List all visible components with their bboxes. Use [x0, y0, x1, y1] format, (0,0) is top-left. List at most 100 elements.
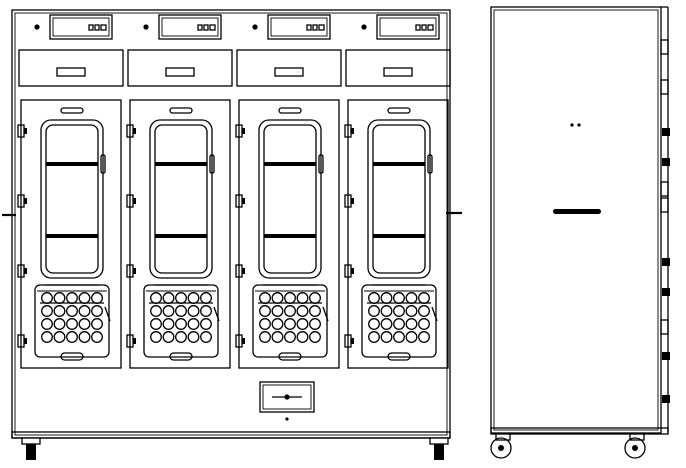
drawer-handle [274, 67, 304, 77]
service-panel-inner [262, 384, 312, 410]
side-fitting-knob [662, 352, 670, 360]
glove-port [187, 331, 200, 343]
control-switch [88, 24, 94, 31]
glove-port [259, 331, 271, 343]
front-caster [429, 437, 449, 460]
door-top-latch [387, 107, 411, 114]
window-latch [427, 154, 433, 174]
window-shelf-band [46, 234, 98, 238]
glove-port [150, 292, 162, 304]
glove-port [78, 318, 91, 330]
door-top-latch [278, 107, 302, 114]
door-hinge-leaf [351, 198, 354, 204]
glove-port [259, 318, 271, 330]
glove-port [309, 305, 321, 317]
door-hinge-leaf [133, 128, 136, 134]
side-cabinet-inner [493, 9, 659, 431]
caster-wheel [624, 437, 646, 459]
caster-hub [498, 445, 504, 451]
door-window-glass [154, 124, 208, 274]
control-module [158, 14, 222, 40]
cabinet-bay [17, 14, 124, 369]
glove-port [271, 331, 284, 343]
glove-port [41, 318, 53, 330]
side-fitting-knob [662, 158, 670, 166]
glove-port [418, 331, 430, 343]
glove-port [66, 331, 78, 343]
door-hinge-leaf [24, 128, 27, 134]
front-caster [21, 437, 41, 460]
door-hinge-leaf [24, 268, 27, 274]
glove-port [296, 292, 309, 304]
glove-port [380, 331, 393, 343]
control-switch [197, 24, 203, 31]
service-panel [259, 381, 315, 413]
glove-port [405, 331, 418, 343]
control-module [376, 14, 440, 40]
side-fitting-knob [662, 128, 670, 136]
control-module [267, 14, 331, 40]
mounting-screw [361, 24, 367, 30]
glove-port [393, 292, 405, 304]
caster-wheel [490, 437, 512, 459]
glove-port [309, 318, 321, 330]
glove-port [53, 305, 66, 317]
drawer-panel [127, 49, 233, 87]
service-panel-screw [285, 417, 289, 421]
side-caster [490, 433, 512, 459]
glove-port [405, 292, 418, 304]
mounting-screw [34, 24, 40, 30]
window-shelf-band [264, 234, 316, 238]
control-module-inner [270, 17, 328, 37]
side-fitting [660, 181, 669, 197]
control-switch [312, 24, 318, 31]
glove-port [66, 318, 78, 330]
mounting-screw [143, 24, 149, 30]
glove-port [200, 331, 212, 343]
glove-port [368, 318, 380, 330]
glove-port [200, 292, 212, 304]
control-switch [415, 24, 421, 31]
glove-port [66, 292, 78, 304]
glove-port [187, 318, 200, 330]
service-panel-lock-icon [284, 394, 290, 400]
door-hinge-leaf [351, 128, 354, 134]
window-shelf-band [373, 162, 425, 166]
glove-port [162, 318, 175, 330]
glove-port [78, 305, 91, 317]
port-panel-clip [322, 306, 329, 322]
glove-port [91, 305, 103, 317]
glove-port [405, 318, 418, 330]
glove-port [162, 331, 175, 343]
glove-port [380, 318, 393, 330]
glove-port [150, 305, 162, 317]
door-hinge-leaf [133, 338, 136, 344]
glove-port [175, 318, 187, 330]
control-switch [306, 24, 312, 31]
door-hinge-leaf [351, 268, 354, 274]
side-view [490, 6, 670, 459]
control-switch [203, 24, 209, 31]
port-panel [252, 284, 328, 358]
door-window-frame [40, 119, 104, 279]
control-module-inner [379, 17, 437, 37]
glove-port [380, 305, 393, 317]
glove-port [368, 292, 380, 304]
glove-port [41, 305, 53, 317]
cabinet-bay [126, 14, 233, 369]
glove-port [41, 292, 53, 304]
glove-port [91, 292, 103, 304]
glove-port [284, 305, 296, 317]
glove-port [53, 292, 66, 304]
front-cabinet-inner-frame [14, 12, 448, 436]
glove-port [200, 305, 212, 317]
glove-port [284, 318, 296, 330]
side-indicator-dot [577, 123, 581, 127]
door-window-frame [367, 119, 431, 279]
side-fitting-knob [662, 288, 670, 296]
door-hinge-leaf [242, 128, 245, 134]
glove-port [284, 292, 296, 304]
glove-port [78, 331, 91, 343]
door-window-glass [372, 124, 426, 274]
